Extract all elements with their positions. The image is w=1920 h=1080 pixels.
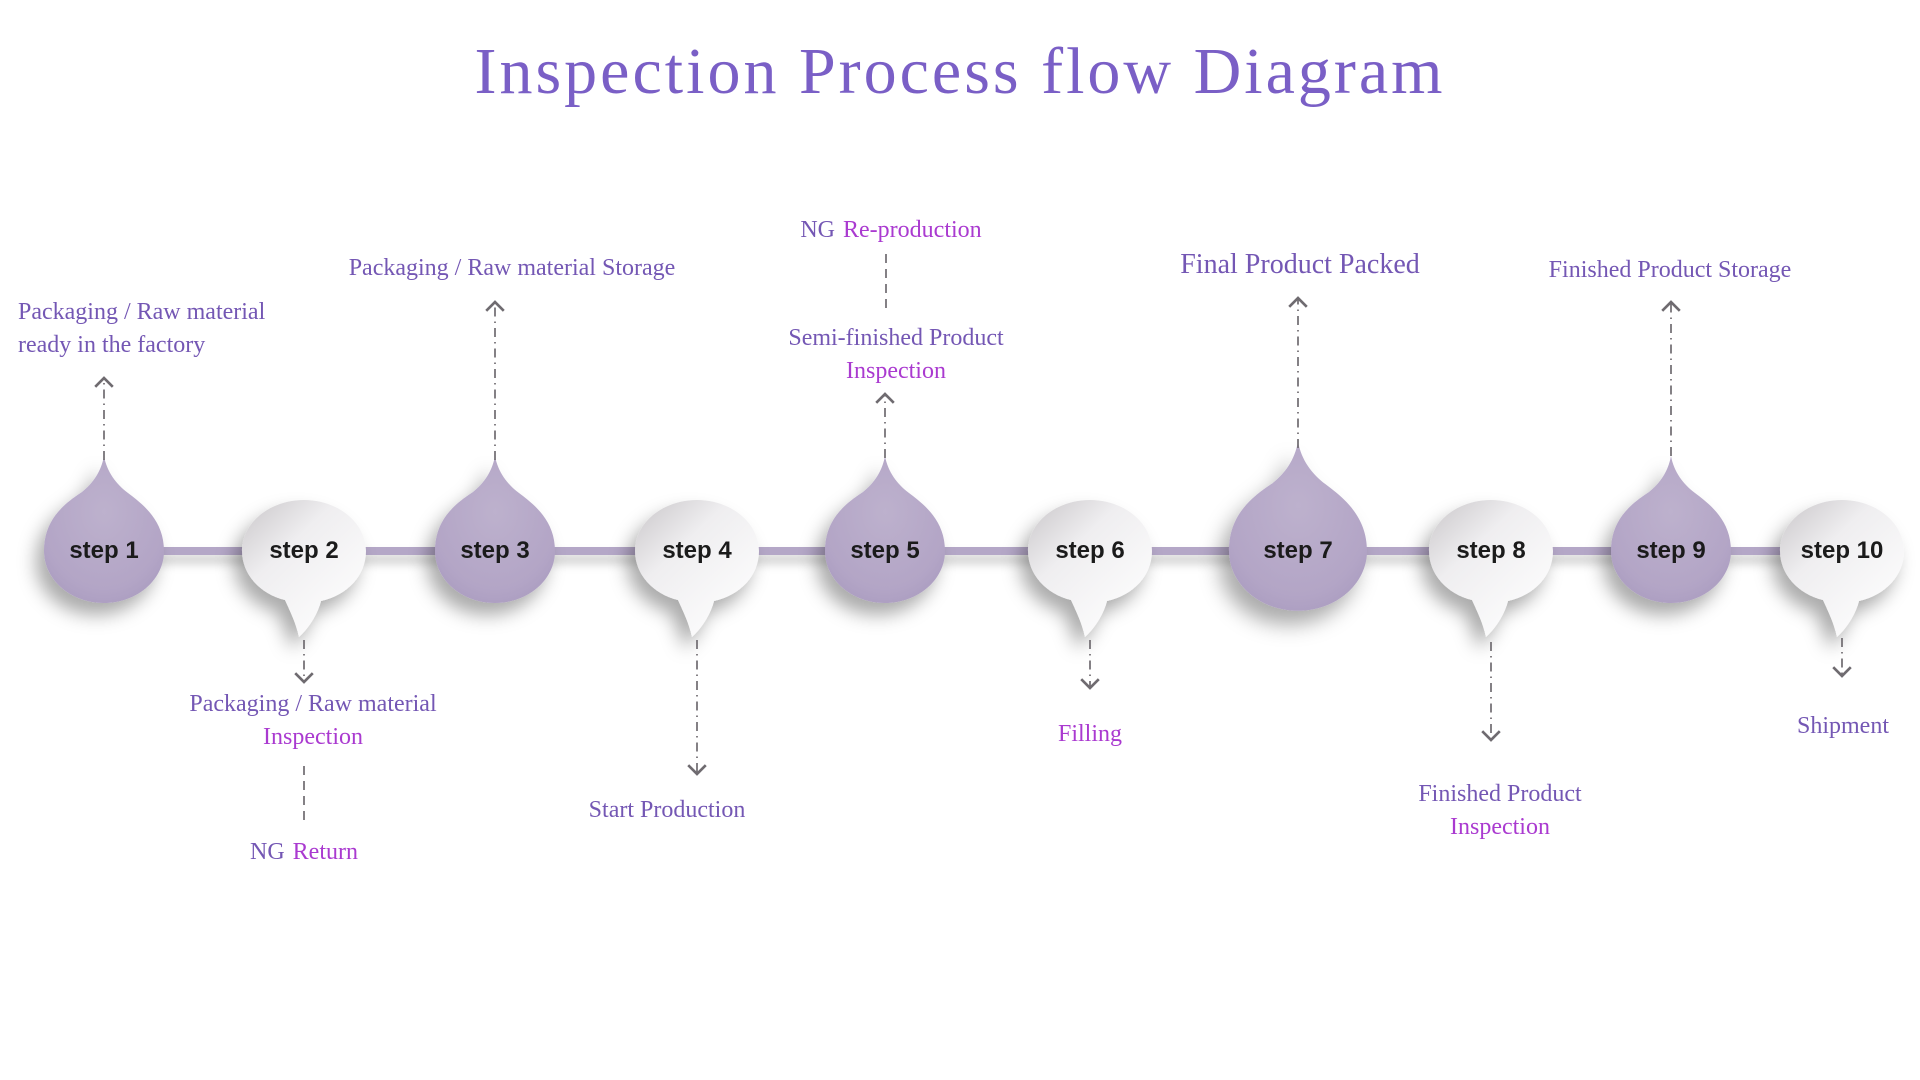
annotation-step7-final-packed: Final Product Packed [1180, 249, 1420, 280]
step-4-bubble [635, 500, 759, 637]
annotation-step3-storage: Packaging / Raw material Storage [348, 255, 676, 281]
step-7-balloon [1229, 441, 1367, 611]
step-9-balloon [1611, 456, 1731, 603]
step-9-label: step 9 [1636, 537, 1706, 564]
step-1-label: step 1 [69, 537, 139, 564]
annotation-step5-ng-reproduction: NG Re-production [800, 214, 981, 247]
annotation-step1-ready: Packaging / Raw material ready in the fa… [18, 296, 265, 362]
step-3-label: step 3 [460, 537, 530, 564]
step-8-bubble [1429, 500, 1553, 637]
annotation-step4-start-production: Start Production [588, 797, 746, 823]
annotation-line-magenta: Inspection [263, 724, 363, 750]
annotation-ng-rest: Return [292, 839, 358, 865]
annotation-step9-finished-storage: Finished Product Storage [1548, 257, 1792, 283]
step-4-label: step 4 [662, 537, 732, 564]
step-6-bubble [1028, 500, 1152, 637]
step-7-label: step 7 [1263, 537, 1333, 564]
annotation-line: Finished Product [1418, 781, 1582, 807]
annotation-step2-inspection: Packaging / Raw material Inspection [189, 688, 436, 754]
annotation-ng-prefix: NG [250, 839, 285, 865]
annotation-line: Semi-finished Product [788, 325, 1004, 351]
annotation-line: Packaging / Raw material [189, 691, 437, 717]
annotation-ng-rest: Re-production [843, 217, 982, 243]
step-5-label: step 5 [850, 537, 920, 564]
diagram-title: Inspection Process flow Diagram [474, 35, 1446, 108]
step-2-label: step 2 [269, 537, 339, 564]
step-6-label: step 6 [1055, 537, 1125, 564]
step-3-balloon [435, 456, 555, 603]
step-10-bubble [1780, 500, 1904, 637]
annotation-step8-finished-inspection: Finished Product Inspection [1418, 778, 1581, 844]
annotation-step6-filling: Filling [1057, 721, 1123, 747]
step-2-bubble [242, 500, 366, 637]
annotation-step5-semifinished: Semi-finished Product Inspection [788, 322, 1003, 388]
annotation-line-magenta: Inspection [846, 358, 946, 384]
annotation-step2-ng-return: NG Return [250, 836, 358, 869]
step-8-label: step 8 [1456, 537, 1526, 564]
annotation-line: Packaging / Raw material [18, 299, 266, 325]
step-10-label: step 10 [1800, 537, 1884, 564]
step-1-balloon [44, 456, 164, 603]
annotation-step10-shipment: Shipment [1796, 713, 1890, 739]
step-5-balloon [825, 456, 945, 603]
annotation-ng-prefix: NG [800, 217, 836, 243]
annotation-line: ready in the factory [18, 332, 206, 358]
annotation-line-magenta: Inspection [1450, 814, 1550, 840]
